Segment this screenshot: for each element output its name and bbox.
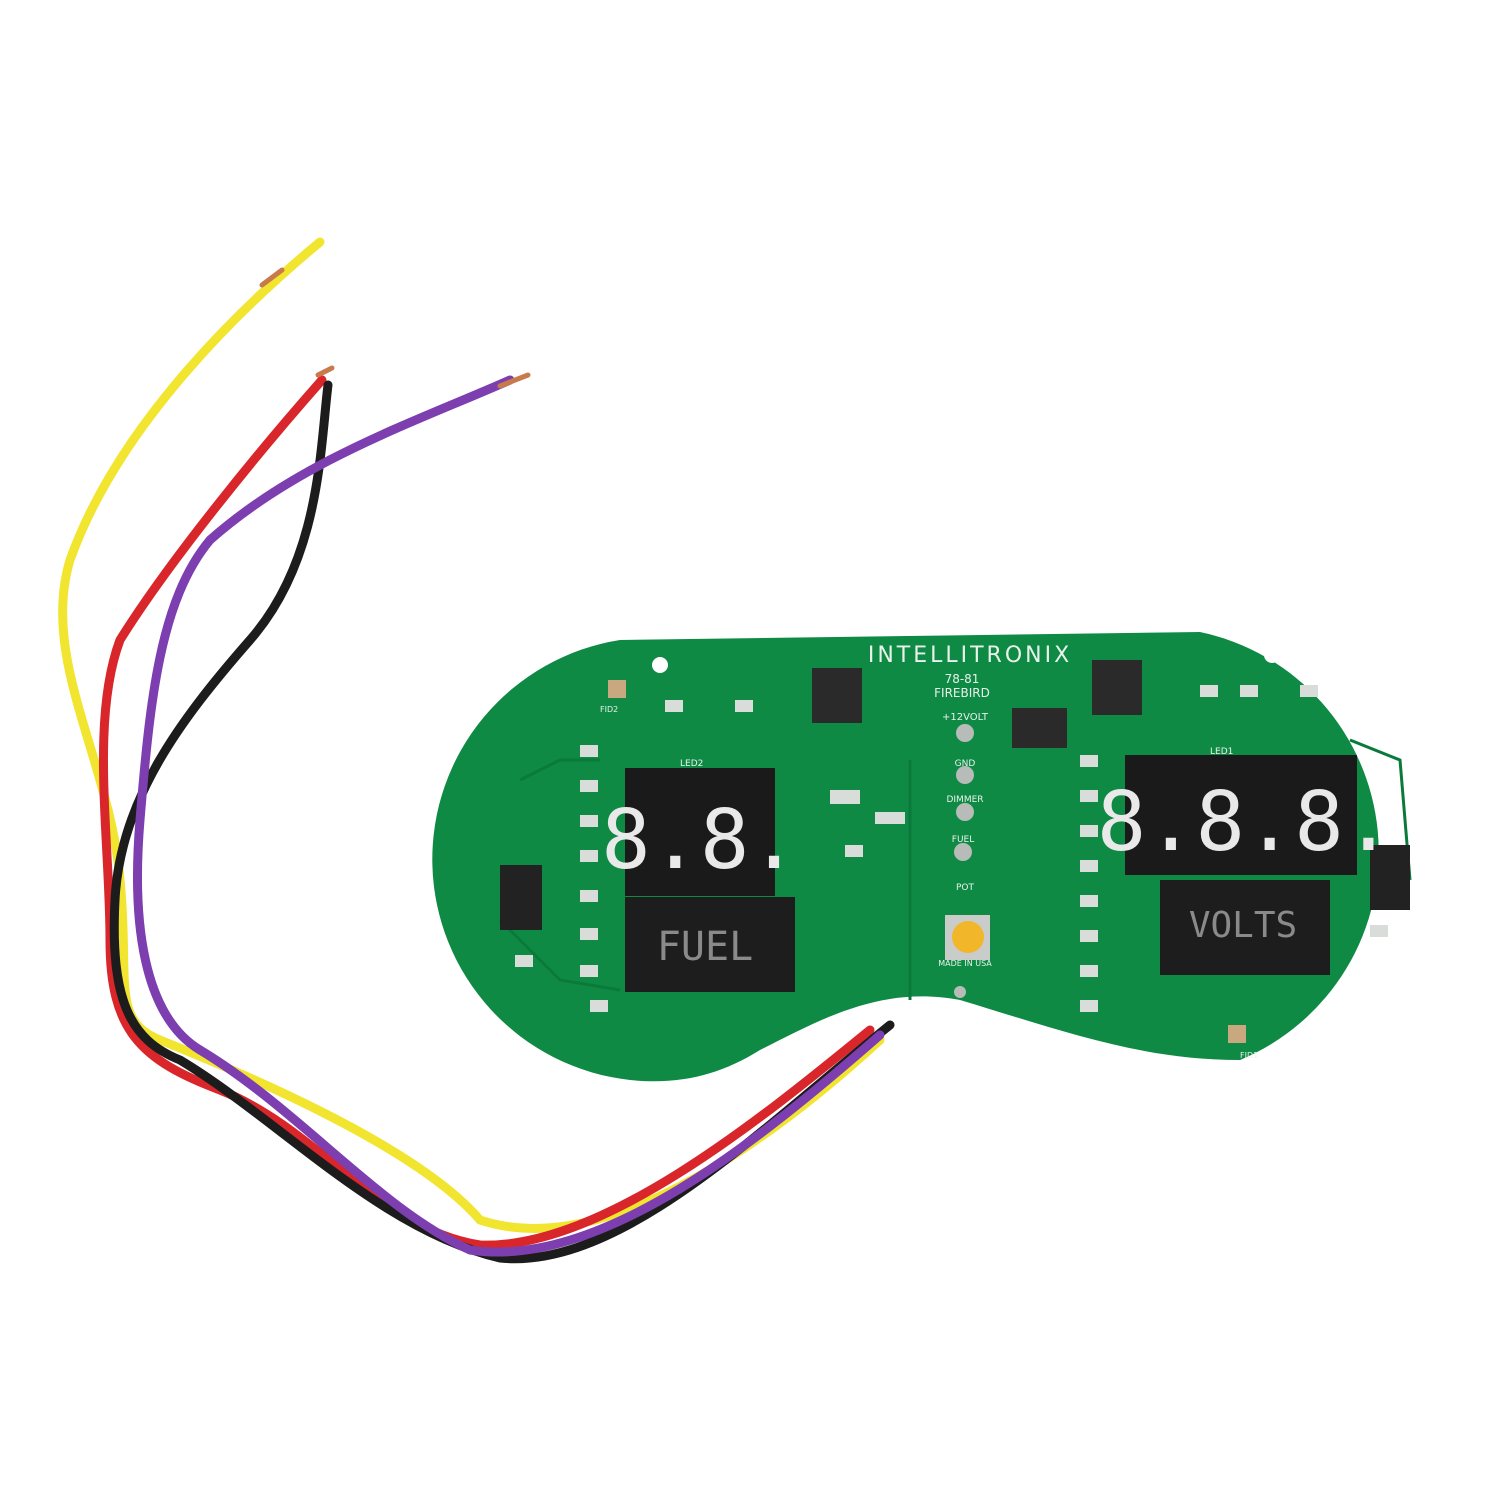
pin-label-dimmer: DIMMER <box>946 795 983 805</box>
ic-chip <box>500 865 542 930</box>
mounting-hole <box>652 657 668 673</box>
pot-knob <box>952 921 984 953</box>
wire-red <box>98 375 875 1250</box>
pin-label-gnd: GND <box>955 759 976 769</box>
pin-label-pot: POT <box>956 883 975 893</box>
regulator-u2 <box>812 668 862 723</box>
model-name: FIREBIRD <box>934 686 990 700</box>
fuel-digit-display <box>625 768 775 896</box>
diode-d1 <box>1012 708 1067 748</box>
volts-digits: 8.8.8. <box>1097 775 1393 870</box>
mounting-hole <box>1264 647 1280 663</box>
fid2-label: FID2 <box>600 705 618 714</box>
fid1-label: FID1 <box>1240 1051 1258 1060</box>
pin-label-12v: +12VOLT <box>942 712 989 723</box>
fiducial-fid2 <box>608 680 626 698</box>
volts-digit-display <box>1125 755 1357 875</box>
led1-label: LED1 <box>1210 747 1233 757</box>
wire-copper-ends <box>259 267 531 389</box>
volts-label: VOLTS <box>1189 905 1297 946</box>
fuel-digits: 8.8. <box>601 793 798 888</box>
model-years: 78-81 <box>945 672 980 686</box>
led2-label: LED2 <box>680 759 703 769</box>
wire-purple <box>133 375 885 1257</box>
test-pads <box>954 724 974 998</box>
made-in-label: MADE IN USA <box>938 959 992 968</box>
regulator-u1 <box>1092 660 1142 715</box>
fuel-label-display <box>625 897 795 992</box>
wire-harness <box>58 237 895 1264</box>
pin-label-fuel: FUEL <box>952 835 974 845</box>
fiducial-fid1 <box>1228 1025 1246 1043</box>
ic-chip <box>1370 845 1410 910</box>
fuel-label: FUEL <box>657 924 753 970</box>
volts-label-display <box>1160 880 1330 975</box>
wire-black <box>109 380 895 1264</box>
circuit-board: INTELLITRONIX 78-81 FIREBIRD +12VOLT GND… <box>432 632 1412 1082</box>
smd-components <box>515 685 1388 1012</box>
brand-logo: INTELLITRONIX <box>868 643 1072 668</box>
